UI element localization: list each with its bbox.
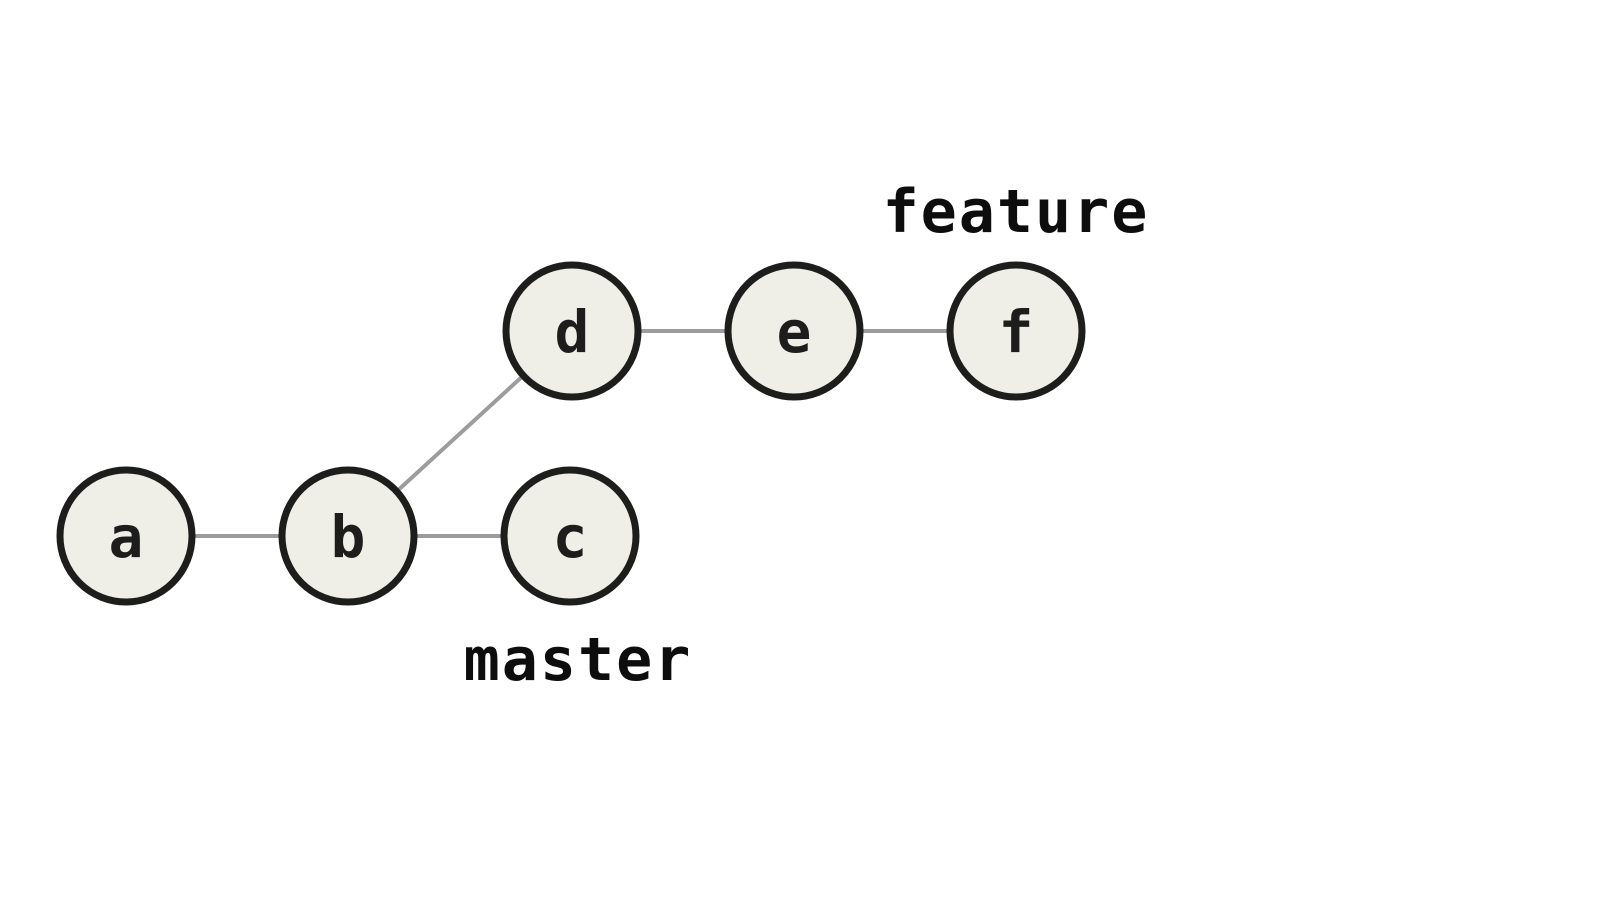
commit-circle-d (502, 261, 642, 401)
commit-node-a: a (56, 466, 196, 606)
commit-circle-b (278, 466, 418, 606)
commit-circle-c (500, 466, 640, 606)
commit-letter-a: a (109, 503, 144, 571)
labels-layer: feature master (464, 177, 1150, 695)
commit-circle-e (724, 261, 864, 401)
commit-letter-e: e (777, 298, 812, 366)
commit-letter-d: d (555, 298, 590, 366)
commit-node-c: c (500, 466, 640, 606)
commit-node-e: e (724, 261, 864, 401)
commit-circle-f (946, 261, 1086, 401)
branch-label-feature: feature (883, 177, 1150, 247)
commit-node-b: b (278, 466, 418, 606)
commit-letter-f: f (999, 298, 1034, 366)
commit-letter-b: b (331, 503, 366, 571)
commit-letter-c: c (553, 503, 588, 571)
commit-circle-a (56, 466, 196, 606)
commit-node-d: d (502, 261, 642, 401)
branch-label-master: master (464, 625, 693, 695)
nodes-layer: a b c d e f (56, 261, 1086, 606)
commit-node-f: f (946, 261, 1086, 401)
